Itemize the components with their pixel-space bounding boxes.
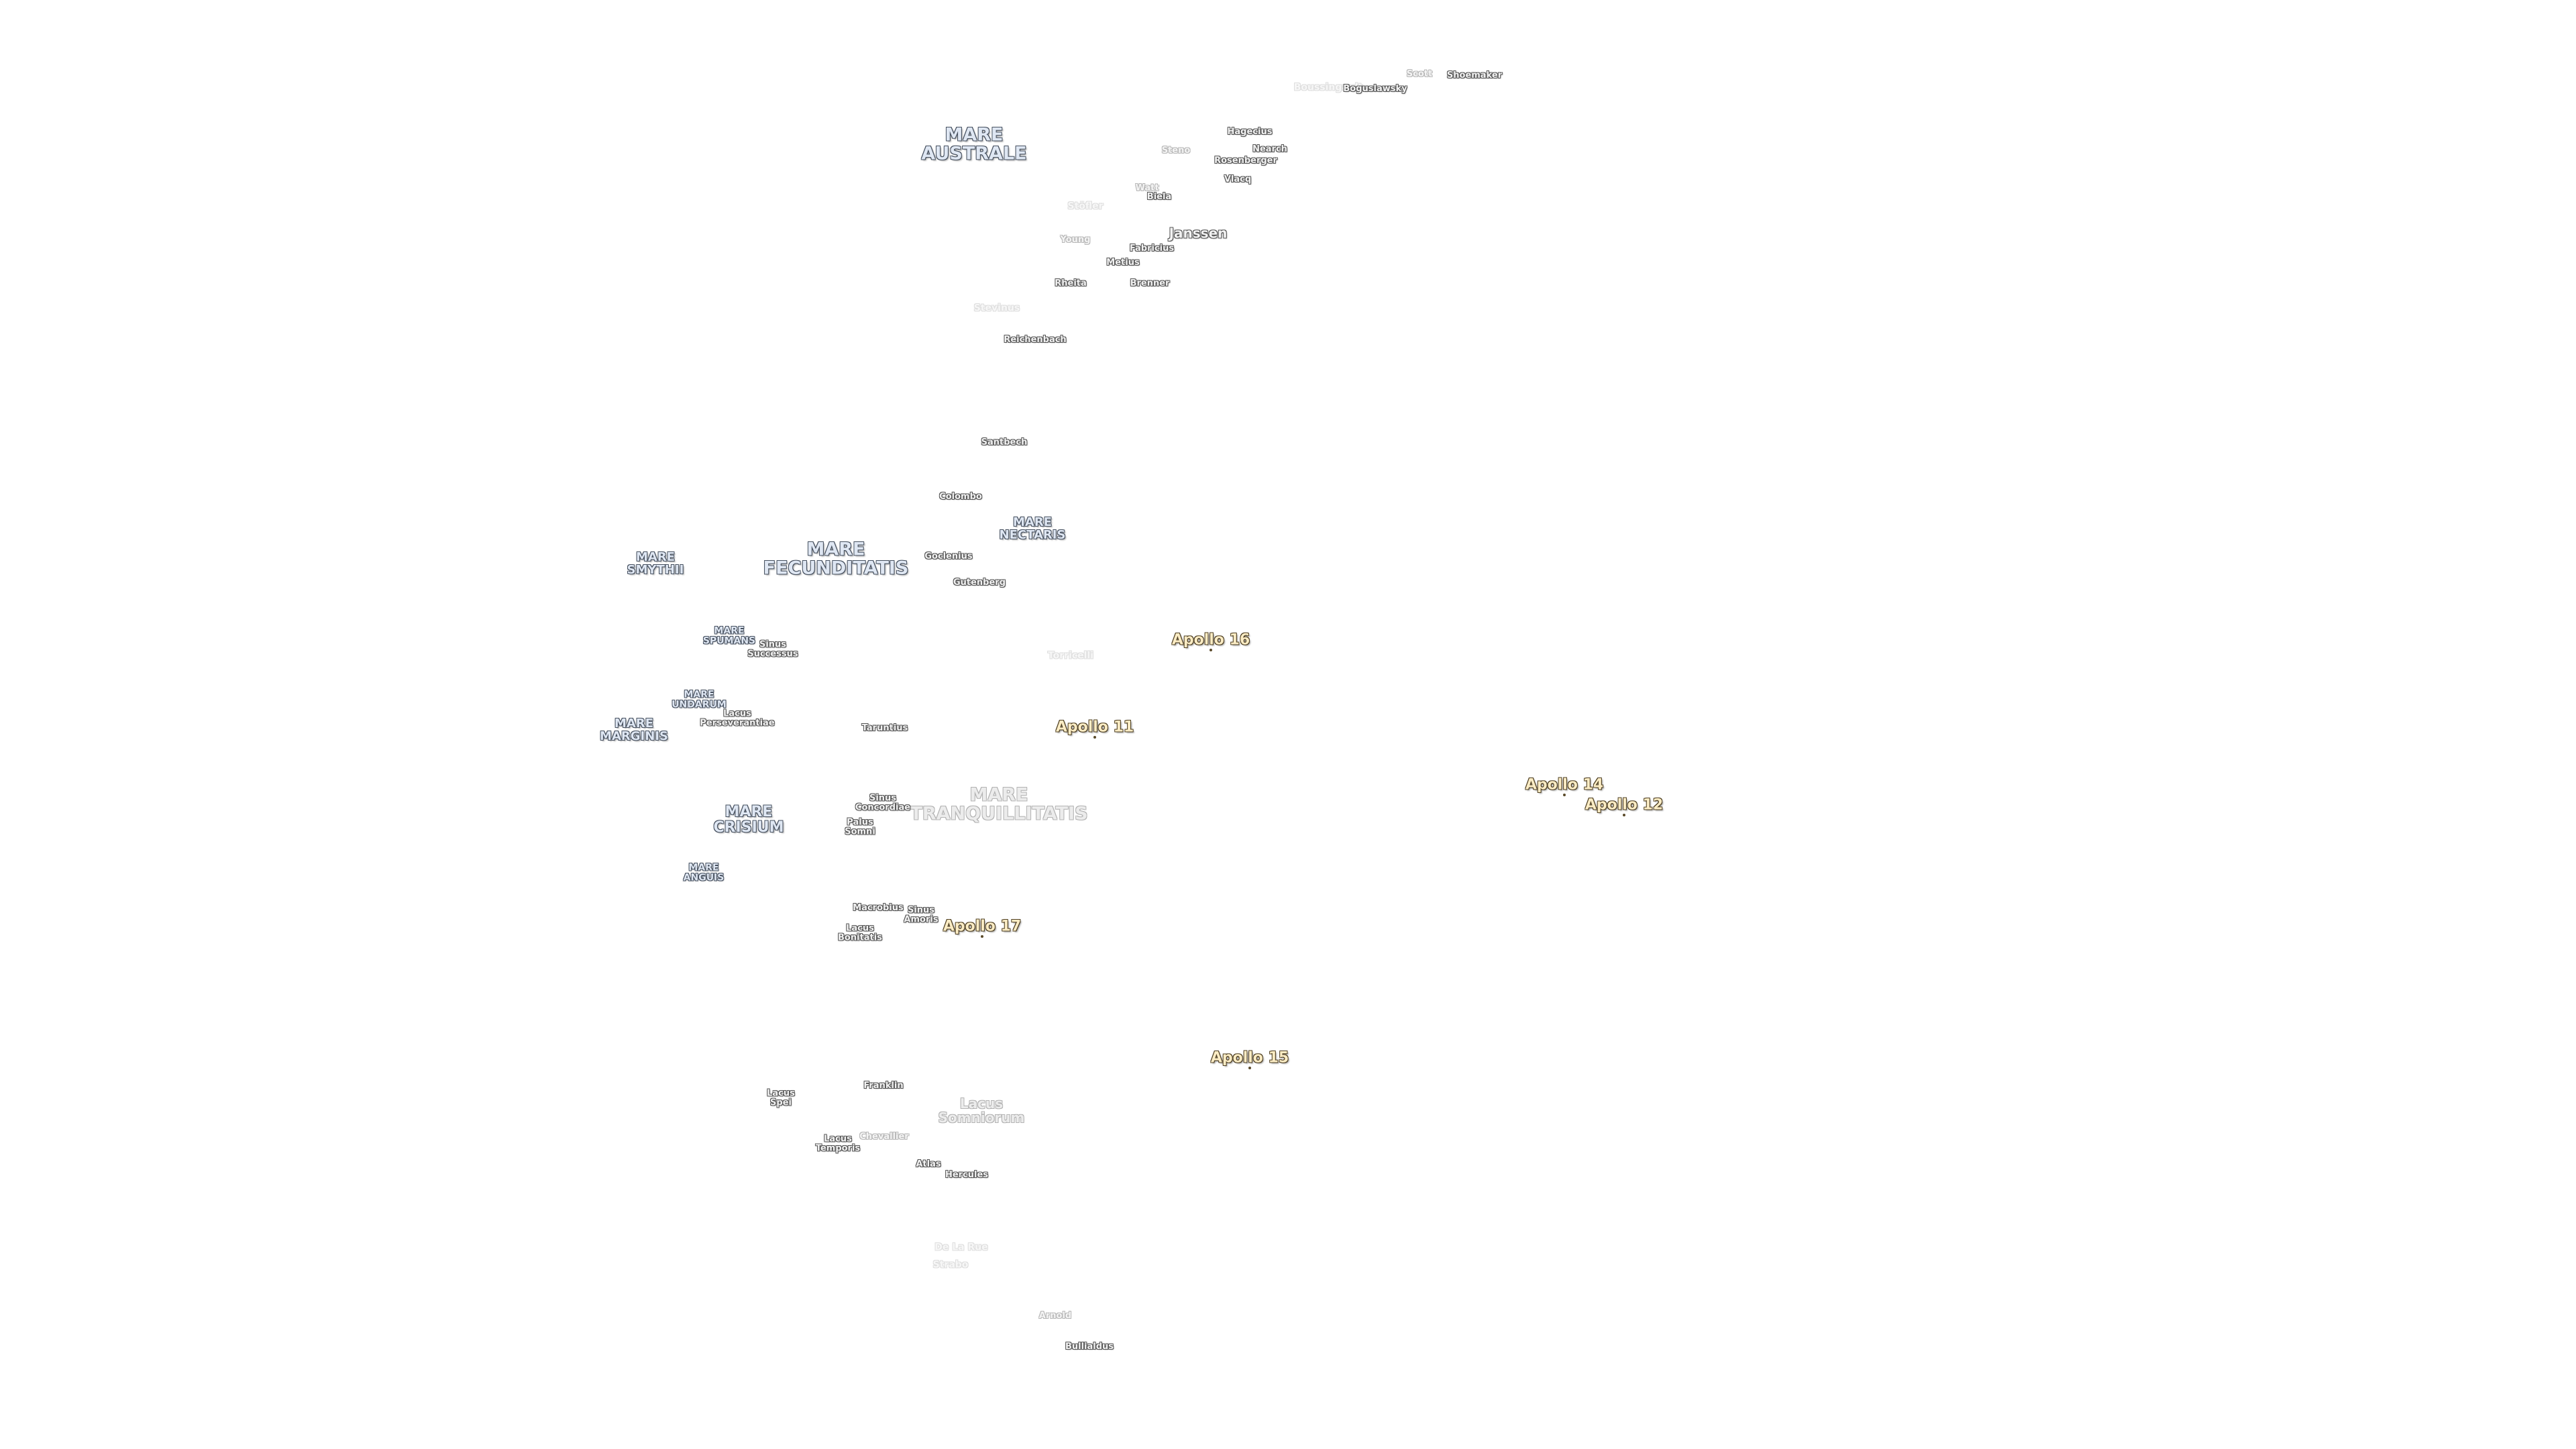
crater-vlacq-label: Vlacq	[1224, 174, 1252, 185]
crater-boussingault-label: Boussingault	[1293, 82, 1363, 93]
crater-biela-label: Biela	[1146, 192, 1172, 203]
crater-arnold-label: Arnold	[1038, 1311, 1072, 1322]
crater-gutenberg-label: Gutenberg	[953, 578, 1006, 588]
crater-taruntius-label: Taruntius	[861, 723, 908, 734]
crater-rosenberger-label: Rosenberger	[1214, 156, 1277, 166]
crater-reichenbach-label: Reichenbach	[1004, 335, 1067, 345]
apollo-14-label[interactable]: Apollo 14	[1525, 776, 1604, 794]
crater-atlas-label: Atlas	[916, 1159, 941, 1170]
crater-stevinus-label: Stevinus	[973, 303, 1020, 314]
lacus-spei-label: Lacus Spei	[767, 1088, 795, 1108]
lacus-bonitatis-label: Lacus Bonitatis	[838, 923, 882, 943]
lacus-temporis-label: Lacus Temporis	[815, 1134, 861, 1153]
mare-smythii-label: MARE SMYTHII	[627, 550, 684, 577]
crater-scott-label: Scott	[1406, 69, 1433, 80]
crater-young-label: Young	[1060, 235, 1091, 246]
crater-stoefler-label: Stöfler	[1067, 201, 1104, 212]
mare-tranquillitatis-label: MARE TRANQUILLITATIS	[910, 784, 1088, 824]
crater-shoemaker-label: Shoemaker	[1446, 70, 1503, 81]
crater-hercules-label: Hercules	[945, 1170, 989, 1181]
crater-janssen-label: Janssen	[1169, 225, 1228, 241]
crater-metius-label: Metius	[1106, 258, 1140, 268]
apollo-15-label[interactable]: Apollo 15	[1210, 1049, 1289, 1067]
mare-anguis-label: MARE ANGUIS	[683, 862, 724, 883]
mare-undarum-label: MARE UNDARUM	[672, 689, 727, 710]
crater-rheita-label: Rheita	[1055, 278, 1087, 289]
crater-colombo-label: Colombo	[939, 492, 982, 502]
crater-fabricius-label: Fabricius	[1129, 244, 1175, 254]
crater-torricelli-label: Torricelli	[1047, 650, 1094, 661]
mare-australe-label: MARE AUSTRALE	[921, 124, 1027, 164]
crater-brenner-label: Brenner	[1130, 278, 1170, 289]
crater-steno-label: Steno	[1161, 146, 1191, 156]
crater-franklin-label: Franklin	[863, 1081, 904, 1091]
crater-nearch-label: Nearch	[1252, 144, 1287, 155]
sinus-amoris-label: Sinus Amoris	[904, 905, 938, 924]
sinus-successus-label: Sinus Successus	[747, 639, 798, 659]
crater-bullialdus-label: Bullialdus	[1065, 1342, 1114, 1352]
crater-hagecius-label: Hagecius	[1227, 127, 1273, 138]
apollo-12-marker[interactable]	[1623, 814, 1625, 816]
crater-strabo-label: Strabo	[932, 1259, 969, 1271]
apollo-11-marker[interactable]	[1093, 736, 1096, 739]
mare-marginis-label: MARE MARGINIS	[600, 716, 668, 743]
apollo-16-label[interactable]: Apollo 16	[1171, 631, 1250, 649]
crater-santbech-label: Santbech	[981, 437, 1028, 448]
apollo-11-label[interactable]: Apollo 11	[1055, 718, 1134, 736]
crater-macrobius-label: Macrobius	[853, 903, 904, 914]
crater-watt-label: Watt	[1135, 183, 1159, 194]
crater-goclenius-label: Goclenius	[924, 551, 973, 562]
palus-somni-label: Palus Somni	[845, 817, 875, 837]
apollo-14-marker[interactable]	[1563, 794, 1566, 796]
apollo-17-marker[interactable]	[981, 935, 983, 938]
mare-crisium-label: MARE CRISIUM	[713, 803, 784, 836]
apollo-17-label[interactable]: Apollo 17	[943, 918, 1022, 935]
crater-boguslawsky-label: Boguslawsky	[1343, 84, 1407, 95]
apollo-16-marker[interactable]	[1210, 649, 1212, 651]
lacus-somniorum-label: Lacus Somniorum	[938, 1095, 1025, 1126]
apollo-15-marker[interactable]	[1248, 1067, 1251, 1069]
mare-nectaris-label: MARE NECTARIS	[999, 515, 1066, 542]
lacus-perseverantiae-label: Lacus Perseverantiae	[700, 708, 775, 728]
mare-fecunditatis-label: MARE FECUNDITATIS	[763, 539, 909, 579]
crater-de-la-rue-label: De La Rue	[934, 1242, 988, 1253]
crater-chevallier-label: Chevallier	[859, 1132, 909, 1142]
apollo-12-label[interactable]: Apollo 12	[1585, 796, 1664, 814]
mare-spumans-label: MARE SPUMANS	[702, 625, 756, 646]
sinus-concordiae-label: Sinus Concordiae	[855, 793, 911, 812]
